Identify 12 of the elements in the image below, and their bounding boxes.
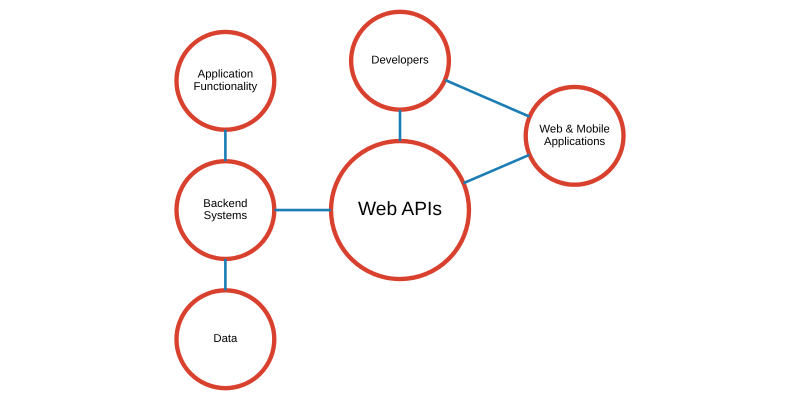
connector <box>274 208 331 212</box>
node-circle: Backend Systems <box>174 158 276 262</box>
connector <box>224 258 227 290</box>
connector <box>224 130 227 162</box>
node-circle: Data <box>174 288 276 390</box>
node-circle: Application Functionality <box>174 30 276 132</box>
node-circle: Web & Mobile Applications <box>524 84 626 187</box>
node-circle: Web APIs <box>328 138 472 282</box>
node-circle: Developers <box>348 10 452 112</box>
connector <box>463 154 530 184</box>
connector <box>398 110 402 141</box>
connector <box>444 78 530 118</box>
